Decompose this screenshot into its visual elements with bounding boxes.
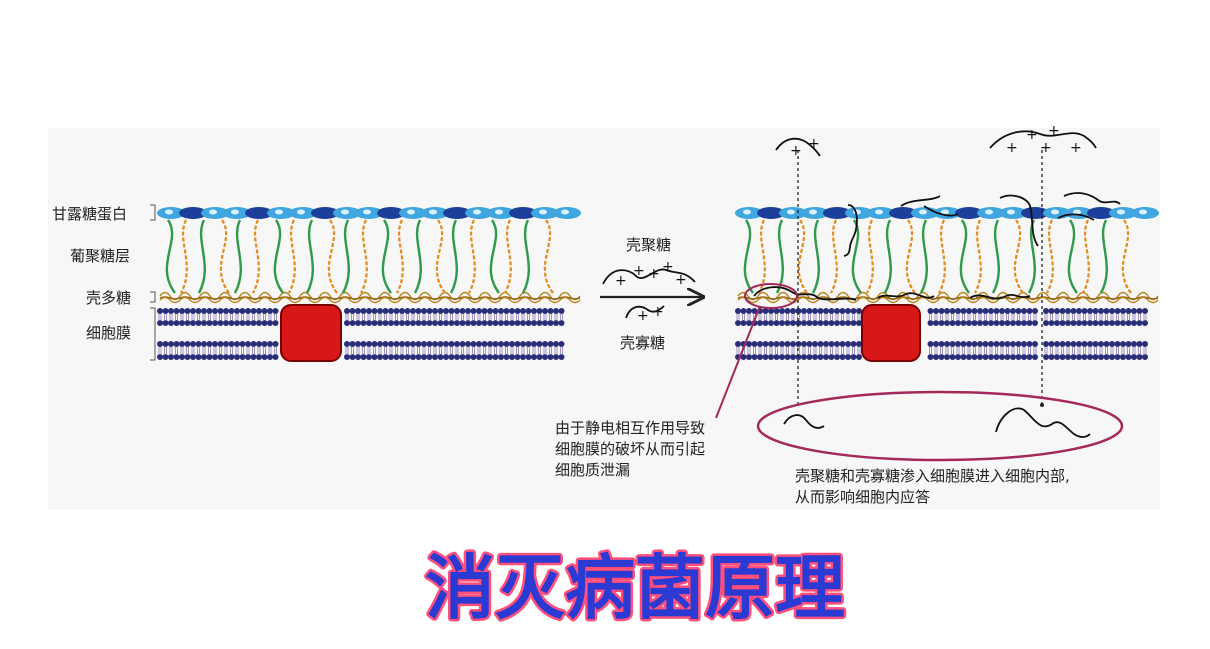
note-cell-penetration: 壳聚糖和壳寡糖渗入细胞膜进入细胞内部, 从而影响细胞内应答 bbox=[795, 466, 1070, 508]
intracellular-chitosan-1 bbox=[783, 414, 825, 429]
left-cell-wall bbox=[157, 207, 581, 360]
chitin-layer bbox=[159, 291, 581, 304]
svg-text:+: + bbox=[675, 272, 687, 288]
label-brackets bbox=[150, 204, 156, 361]
incoming-chitosan bbox=[753, 130, 1121, 301]
note-line: 从而影响细胞内应答 bbox=[795, 488, 931, 506]
svg-text:+: + bbox=[1070, 140, 1082, 156]
damage-pointer-line bbox=[715, 305, 761, 419]
oligosaccharide-strand-icon bbox=[625, 305, 665, 319]
lipid-bilayer bbox=[735, 308, 1148, 360]
svg-text:+: + bbox=[633, 263, 645, 279]
svg-text:+: + bbox=[1026, 127, 1038, 143]
damage-highlight-circle bbox=[744, 283, 798, 309]
chitin-layer bbox=[737, 291, 1159, 304]
lipid-bilayer bbox=[157, 308, 565, 360]
label-mannoprotein: 甘露糖蛋白 bbox=[52, 205, 128, 223]
svg-text:+: + bbox=[1048, 123, 1060, 139]
membrane-protein-right bbox=[861, 304, 921, 362]
page-title-text: 消灭病菌原理 bbox=[425, 547, 845, 629]
arrow-label-chitooligosaccharide: 壳寡糖 bbox=[620, 334, 666, 352]
note-line: 细胞质泄漏 bbox=[555, 461, 631, 479]
svg-text:+: + bbox=[1040, 140, 1052, 156]
svg-text:+: + bbox=[808, 136, 820, 152]
label-chitin: 壳多糖 bbox=[86, 289, 132, 307]
intracellular-chitosan-2 bbox=[995, 407, 1091, 438]
glucan-layer bbox=[743, 219, 1132, 294]
svg-text:+: + bbox=[790, 143, 802, 159]
svg-text:+: + bbox=[615, 273, 627, 289]
svg-text:+: + bbox=[652, 304, 664, 320]
note-line: 壳聚糖和壳寡糖渗入细胞膜进入细胞内部, bbox=[795, 467, 1070, 485]
chitosan-strand-icon bbox=[602, 268, 696, 285]
treatment-arrow: + + + + + + + bbox=[600, 259, 703, 324]
mannoprotein-layer bbox=[157, 207, 581, 219]
note-line: 细胞膜的破坏从而引起 bbox=[555, 440, 706, 458]
svg-text:+: + bbox=[637, 308, 649, 324]
arrow-label-chitosan: 壳聚糖 bbox=[626, 236, 672, 254]
diagram-background bbox=[48, 128, 1160, 510]
incoming-chitosan-charges: ++ +++ ++ bbox=[790, 123, 1082, 159]
svg-text:+: + bbox=[662, 259, 674, 275]
label-glucan-layer: 葡聚糖层 bbox=[70, 247, 131, 265]
svg-text:+: + bbox=[648, 266, 660, 282]
glucan-layer bbox=[165, 219, 554, 294]
note-line: 由于静电相互作用导致 bbox=[555, 419, 706, 437]
svg-text:+: + bbox=[1006, 140, 1018, 156]
right-cell-wall bbox=[735, 207, 1159, 360]
intracellular-region-ellipse bbox=[756, 390, 1124, 462]
note-membrane-damage: 由于静电相互作用导致 细胞膜的破坏从而引起 细胞质泄漏 bbox=[555, 418, 705, 481]
membrane-protein-left bbox=[280, 304, 342, 362]
page-title: 消灭病菌原理 bbox=[423, 545, 848, 632]
label-cell-membrane: 细胞膜 bbox=[86, 324, 132, 342]
